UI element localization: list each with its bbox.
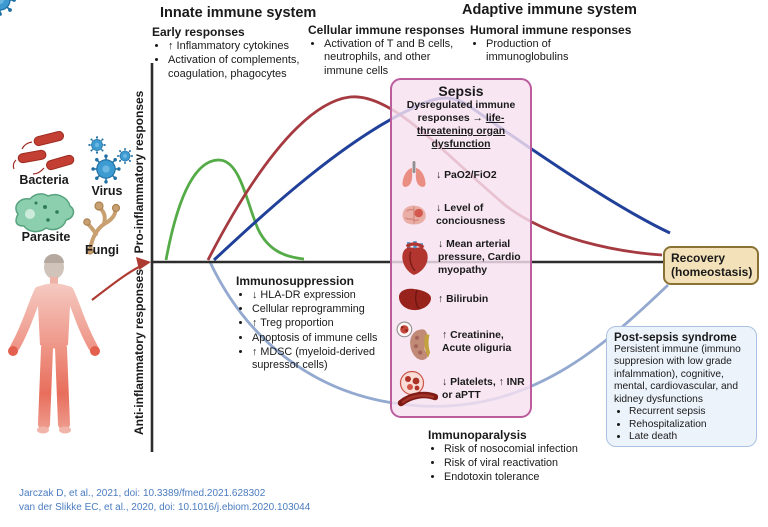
insult-arrow [91, 257, 151, 301]
sepsis-item-text: ↓ Level of conciousness [436, 203, 506, 227]
sepsis-item-liver: ↑ Bilirubin [396, 284, 526, 314]
post-sepsis-list: Recurrent sepsis Rehospitalization Late … [614, 406, 749, 443]
early-responses-title: Early responses [152, 25, 245, 39]
green-curve [164, 158, 305, 261]
list-item: Risk of viral reactivation [444, 457, 613, 470]
citation-line: van der Slikke EC, et al., 2020, doi: 10… [19, 501, 311, 513]
list-item: Recurrent sepsis [629, 406, 749, 418]
list-item: ↓ HLA-DR expression [252, 289, 404, 302]
sepsis-item-platelets: ↓ Platelets, ↑ INR or aPTT [396, 370, 526, 408]
fungi-label: Fungi [84, 243, 119, 257]
cellular-responses-list: Activation of T and B cells, neutrophils… [308, 38, 464, 78]
platelets-icon [397, 370, 438, 407]
post-sepsis-body: Persistent immune (immuno suppresion wit… [614, 344, 741, 405]
adaptive-header: Adaptive immune system [462, 2, 637, 18]
sepsis-item-kidney: ↑ Creatinine, Acute oliguria [396, 321, 526, 363]
sepsis-item-heart: ↓ Mean arterial pressure, Cardio myopath… [396, 238, 526, 277]
immunosuppression-block: Immunosuppression ↓ HLA-DR expression Ce… [236, 274, 404, 373]
sepsis-item-brain: ↓ Level of conciousness [396, 199, 526, 231]
recovery-line1: Recovery [671, 251, 726, 265]
immunoparalysis-list: Risk of nosocomial infection Risk of vir… [428, 443, 613, 485]
immunosuppression-title: Immunosuppression [236, 274, 355, 288]
lungs-icon [402, 161, 426, 187]
bacteria-label: Bacteria [19, 173, 69, 187]
list-item: Risk of nosocomial infection [444, 443, 613, 456]
list-item: Rehospitalization [629, 419, 749, 431]
heart-icon [402, 240, 428, 275]
sepsis-subtitle-underlined: life-threatening organ dysfunction [416, 113, 506, 150]
humoral-responses-list: Production of immunoglobulins [470, 38, 581, 65]
citation-line: Jarczak D, et al., 2021, doi: 10.3389/fm… [19, 488, 266, 499]
fungi-icon [83, 201, 121, 255]
sepsis-subtitle: Dysregulated immune responses → life-thr… [396, 99, 526, 151]
recovery-box: Recovery (homeostasis) [663, 246, 759, 285]
cellular-responses-block: Cellular immune responses Activation of … [308, 23, 470, 79]
list-item: Endotoxin tolerance [444, 471, 613, 484]
virus-label: Virus [91, 184, 123, 198]
list-item: ↑ Inflammatory cytokines [168, 40, 317, 53]
virus-icon [0, 0, 134, 185]
kidney-icon [396, 321, 431, 360]
citations-block: Jarczak D, et al., 2021, doi: 10.3389/fm… [19, 487, 310, 514]
list-item: Late death [629, 431, 749, 443]
list-item: Activation of complements, coagulation, … [168, 54, 317, 81]
innate-header: Innate immune system [160, 5, 317, 21]
immunoparalysis-title: Immunoparalysis [428, 428, 527, 442]
cellular-responses-title: Cellular immune responses [308, 23, 465, 37]
list-item: Activation of T and B cells, neutrophils… [324, 38, 464, 78]
sepsis-item-text: ↓ Mean arterial pressure, Cardio myopath… [438, 239, 521, 276]
patient-figure [8, 254, 100, 434]
sepsis-item-lungs: ↓ PaO2/FiO2 [396, 158, 526, 192]
humoral-responses-block: Humoral immune responses Production of i… [470, 23, 635, 66]
pro-inflammatory-axis-label: Pro-inflammatory responses [132, 90, 146, 254]
humoral-responses-title: Humoral immune responses [470, 23, 632, 37]
bacteria-icon [12, 130, 75, 175]
early-responses-list: ↑ Inflammatory cytokines Activation of c… [152, 40, 317, 81]
list-item: Apoptosis of immune cells [252, 332, 404, 345]
post-sepsis-title: Post-sepsis syndrome [614, 332, 737, 344]
recovery-line2: (homeostasis) [671, 265, 753, 280]
sepsis-item-text: ↑ Bilirubin [438, 293, 489, 305]
sepsis-item-text: ↓ PaO2/FiO2 [436, 169, 497, 181]
immunosuppression-list: ↓ HLA-DR expression Cellular reprogrammi… [236, 289, 404, 372]
brain-icon [402, 205, 426, 225]
sepsis-title: Sepsis [438, 83, 484, 99]
sepsis-item-text: ↓ Platelets, ↑ INR or aPTT [442, 377, 525, 401]
sepsis-box: Sepsis Dysregulated immune responses → l… [390, 78, 532, 418]
post-sepsis-box: Post-sepsis syndrome Persistent immune (… [606, 326, 757, 447]
liver-icon [399, 288, 431, 311]
list-item: ↑ MDSC (myeloid-derived supressor cells) [252, 346, 404, 372]
sepsis-item-text: ↑ Creatinine, Acute oliguria [442, 330, 512, 354]
list-item: ↑ Treg proportion [252, 317, 404, 330]
parasite-icon [15, 193, 75, 233]
list-item: Production of immunoglobulins [486, 38, 581, 65]
list-item: Cellular reprogramming [252, 303, 404, 316]
anti-inflammatory-axis-label: Anti-inflammatory responses [132, 268, 146, 436]
parasite-label: Parasite [21, 230, 71, 244]
sepsis-subtitle-prefix: Dysregulated immune responses → [406, 100, 516, 124]
early-responses-block: Early responses ↑ Inflammatory cytokines… [152, 25, 317, 82]
immunoparalysis-block: Immunoparalysis Risk of nosocomial infec… [428, 428, 613, 486]
